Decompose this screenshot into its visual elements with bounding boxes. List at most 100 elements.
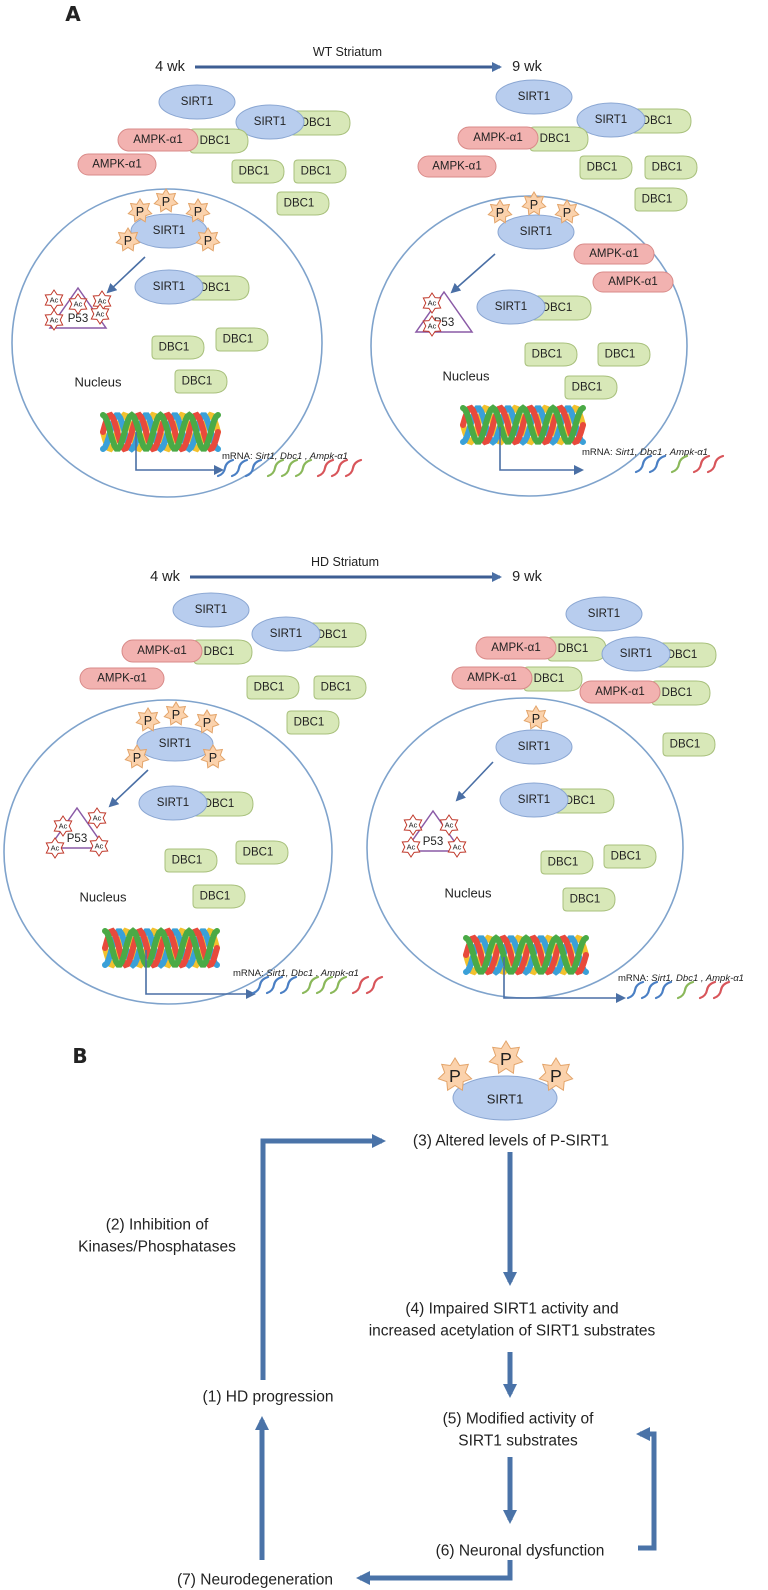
dbc1-label: DBC1 <box>642 115 673 127</box>
dbc1-protein: DBC1 <box>630 108 692 134</box>
dbc1-protein: DBC1 <box>215 327 269 352</box>
nucleus-membrane <box>370 195 688 497</box>
phosphate-icon: P <box>124 744 150 769</box>
acetyl-label: Ac <box>96 310 105 319</box>
mrna-strand <box>230 458 249 478</box>
step-1-label: (1) HD progression <box>203 1389 334 1406</box>
step-5-label: (5) Modified activity of <box>443 1411 594 1428</box>
dbc1-protein: DBC1 <box>235 840 289 865</box>
phosphate-icon: P <box>437 1057 473 1092</box>
acetyl-label: Ac <box>453 843 462 852</box>
sirt1-protein: SIRT1 <box>136 726 214 762</box>
ampk-label: AMPK-α1 <box>92 159 141 171</box>
dbc1-shape <box>192 884 246 909</box>
mrna-strand <box>280 458 299 478</box>
sirt1-shape <box>497 214 575 250</box>
phosphate-label: P <box>532 712 540 726</box>
phosphate-label: P <box>209 751 217 765</box>
dbc1-protein: DBC1 <box>286 710 340 735</box>
phosphate-label: P <box>136 205 144 219</box>
dbc1-label: DBC1 <box>301 166 332 178</box>
mrna-prefix: mRNA: <box>582 447 615 458</box>
sirt1-protein: SIRT1 <box>601 636 671 672</box>
acetyl-icon: Ac <box>401 836 421 858</box>
dbc1-label: DBC1 <box>642 194 673 206</box>
dbc1-protein: DBC1 <box>523 666 583 692</box>
mrna-strand <box>315 975 334 995</box>
sirt1-label: SIRT1 <box>153 281 185 293</box>
mrna-strand <box>244 458 263 478</box>
dbc1-label: DBC1 <box>587 162 618 174</box>
dbc1-protein: DBC1 <box>164 848 218 873</box>
sirt1-protein: SIRT1 <box>134 269 204 305</box>
dbc1-shape <box>151 335 205 360</box>
activation-arrow <box>450 253 496 294</box>
dbc1-protein: DBC1 <box>174 369 228 394</box>
step-3-label: (3) Altered levels of P-SIRT1 <box>413 1133 609 1150</box>
acetyl-label: Ac <box>95 842 104 851</box>
sirt1-protein: SIRT1 <box>158 84 236 120</box>
dbc1-shape <box>540 850 594 875</box>
phosphate-icon: P <box>185 198 211 223</box>
activation-arrow <box>106 256 146 294</box>
mrna-genes: Sirt1, Dbc1 , Ampk-α1 <box>651 973 744 984</box>
p53-label: P53 <box>67 833 87 845</box>
ampk-protein: AMPK-α1 <box>579 680 661 704</box>
mrna-strand <box>301 975 320 995</box>
sirt1-protein: SIRT1 <box>172 592 250 628</box>
mrna-strand <box>265 975 284 995</box>
phosphate-icon: P <box>523 705 549 730</box>
sirt1-protein: SIRT1 <box>495 79 573 115</box>
dbc1-protein: DBC1 <box>662 732 716 757</box>
dbc1-shape <box>579 155 633 180</box>
dbc1-protein: DBC1 <box>644 155 698 180</box>
sirt1-label: SIRT1 <box>518 91 550 103</box>
mrna-strand <box>698 980 717 1000</box>
dbc1-shape <box>603 844 657 869</box>
ampk-shape <box>77 153 157 176</box>
acetyl-icon: Ac <box>53 815 73 837</box>
sirt1-shape <box>158 84 236 120</box>
panel-a-label: A <box>65 2 81 26</box>
mrna-strand <box>251 975 270 995</box>
transcription-arrow <box>499 427 584 475</box>
dbc1-shape <box>246 675 300 700</box>
mrna-label: mRNA: Sirt1, Dbc1 , Ampk-α1 <box>233 968 359 979</box>
arrow-1-to-3 <box>260 1134 386 1380</box>
ampk-shape <box>579 680 661 704</box>
p53-label: P53 <box>434 317 454 329</box>
dbc1-shape <box>662 732 716 757</box>
ampk-label: AMPK-α1 <box>595 686 644 698</box>
sirt1-protein: SIRT1 <box>576 102 646 138</box>
mrna-prefix: mRNA: <box>233 968 266 979</box>
mrna-strand <box>216 458 235 478</box>
dna-helix-icon <box>102 927 220 969</box>
ampk-label: AMPK-α1 <box>137 645 186 657</box>
sirt1-shape <box>565 596 643 632</box>
acetyl-label: Ac <box>51 844 60 853</box>
dbc1-label: DBC1 <box>570 894 601 906</box>
dbc1-label: DBC1 <box>662 687 693 699</box>
mrna-strand <box>654 980 673 1000</box>
ampk-label: AMPK-α1 <box>133 134 182 146</box>
sirt1-protein: SIRT1 <box>251 616 321 652</box>
ampk-shape <box>121 639 203 663</box>
transcription-arrow <box>135 432 224 475</box>
acetyl-label: Ac <box>409 821 418 830</box>
mrna-label: mRNA: Sirt1, Dbc1 , Ampk-α1 <box>618 973 744 984</box>
sirt1-protein: SIRT1 <box>499 782 569 818</box>
acetyl-icon: Ac <box>45 837 65 859</box>
ampk-protein: AMPK-α1 <box>79 667 165 690</box>
dbc1-protein: DBC1 <box>192 884 246 909</box>
dbc1-protein: DBC1 <box>530 295 592 321</box>
step-5-label-line2: SIRT1 substrates <box>458 1433 578 1450</box>
sirt1-label: SIRT1 <box>195 604 227 616</box>
dbc1-shape <box>564 375 618 400</box>
dbc1-shape <box>597 342 651 367</box>
dbc1-label: DBC1 <box>670 739 701 751</box>
sirt1-shape <box>499 782 569 818</box>
dbc1-protein: DBC1 <box>564 375 618 400</box>
dbc1-protein: DBC1 <box>293 159 347 184</box>
p53-label: P53 <box>423 836 443 848</box>
